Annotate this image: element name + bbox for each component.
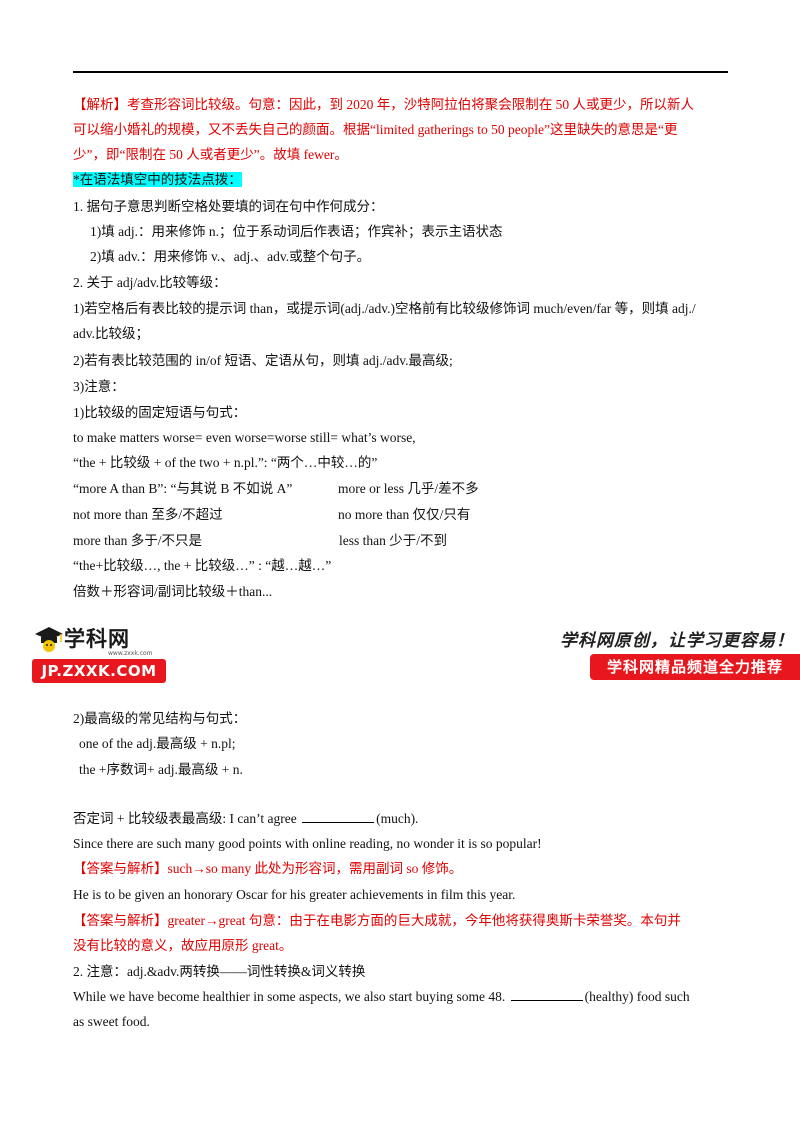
logo-website: www.zxxk.com	[108, 650, 153, 657]
negative-example-hint: (much).	[376, 811, 419, 826]
negative-example: 否定词 + 比较级表最高级: I can’t agree (much).	[73, 810, 418, 828]
phrase-6: “the+比较级…, the + 比较级…” : “越…越…”	[73, 558, 332, 573]
example-2: He is to be given an honorary Oscar for …	[73, 887, 516, 902]
phrase-2: “the + 比较级 + of the two + n.pl.”: “两个…中较…	[73, 455, 378, 470]
logo-url-badge: JP.ZXXK.COM	[32, 659, 166, 683]
phrase-4b: no more than 仅仅/只有	[338, 507, 471, 522]
conversion-note: 2. 注意：adj.&adv.两转换——词性转换&词义转换	[73, 964, 366, 979]
banner-slogan: 学科网原创，让学习更容易！	[560, 631, 794, 651]
superlative-title: 2)最高级的常见结构与句式：	[73, 711, 247, 726]
point2-title: 2. 关于 adj/adv.比较等级：	[73, 275, 227, 290]
example-3-continued: as sweet food.	[73, 1014, 150, 1029]
example-3: While we have become healthier in some a…	[73, 988, 690, 1006]
tips-heading: *在语法填空中的技法点拨：	[73, 171, 242, 189]
answer-2b: 没有比较的意义，故应用原形 great。	[73, 938, 293, 953]
zxxk-logo: 学科网 www.zxxk.com JP.ZXXK.COM	[32, 623, 168, 683]
answer-blank	[302, 810, 375, 823]
phrase-3b: more or less 几乎/差不多	[338, 481, 479, 496]
phrase-3a: “more A than B”: “与其说 B 不如说 A”	[73, 481, 293, 496]
point2-note: 3)注意：	[73, 379, 125, 394]
superlative-structure-2: the +序数词+ adj.最高级 + n.	[79, 762, 243, 777]
tips-heading-text: *在语法填空中的技法点拨：	[73, 172, 242, 187]
example-1: Since there are such many good points wi…	[73, 836, 542, 851]
negative-example-text: 否定词 + 比较级表最高级: I can’t agree	[73, 811, 297, 826]
point2-rule2: 2)若有表比较范围的 in/of 短语、定语从句，则填 adj./adv.最高级…	[73, 353, 453, 368]
point1-title: 1. 据句子意思判断空格处要填的词在句中作何成分：	[73, 199, 384, 214]
phrase-1: to make matters worse= even worse=worse …	[73, 430, 416, 445]
example-3-hint: (healthy) food such	[584, 989, 690, 1004]
point1-adv: 2)填 adv.：用来修饰 v.、adj.、adv.或整个句子。	[90, 249, 371, 264]
header-rule	[73, 71, 728, 73]
banner-tag: 学科网精品频道全力推荐	[590, 654, 800, 680]
phrase-7: 倍数＋形容词/副词比较级＋than...	[73, 584, 273, 599]
banner-right: 学科网原创，让学习更容易！ 学科网精品频道全力推荐	[560, 626, 800, 686]
explanation-line-3: 少”，即“限制在 50 人或者更少”。故填 fewer。	[73, 147, 348, 162]
point1-adj: 1)填 adj.：用来修饰 n.；位于系动词后作表语；作宾补；表示主语状态	[90, 224, 503, 239]
answer-2a: 【答案与解析】greater→great 句意：由于在电影方面的巨大成就，今年他…	[73, 913, 681, 928]
explanation-line-1: 【解析】考查形容词比较级。句意：因此，到 2020 年，沙特阿拉伯将聚会限制在 …	[73, 97, 694, 112]
example-3-text: While we have become healthier in some a…	[73, 989, 506, 1004]
answer-blank-48	[510, 988, 583, 1001]
phrase-4: not more than 至多/不超过 no more than 仅仅/只有	[73, 506, 713, 524]
superlative-structure-1: one of the adj.最高级 + n.pl;	[79, 736, 236, 751]
answer-1: 【答案与解析】such→so many 此处为形容词，需用副词 so 修饰。	[73, 861, 463, 876]
phrase-5a: more than 多于/不只是	[73, 533, 202, 548]
phrase-4a: not more than 至多/不超过	[73, 507, 223, 522]
publisher-banner: 学科网 www.zxxk.com JP.ZXXK.COM 学科网原创，让学习更容…	[0, 618, 800, 688]
point2-rule1b: adv.比较级；	[73, 326, 149, 341]
point2-rule1a: 1)若空格后有表比较的提示词 than，或提示词(adj./adv.)空格前有比…	[73, 301, 696, 316]
phrase-5b: less than 少于/不到	[339, 533, 447, 548]
comparative-phrases-title: 1)比较级的固定短语与句式：	[73, 405, 247, 420]
phrase-3: “more A than B”: “与其说 B 不如说 A” more or l…	[73, 480, 713, 498]
explanation-line-2: 可以缩小婚礼的规模，又不丢失自己的颜面。根据“limited gathering…	[73, 122, 678, 137]
logo-title: 学科网	[64, 627, 130, 651]
phrase-5: more than 多于/不只是 less than 少于/不到	[73, 532, 713, 550]
graduation-cap-icon	[35, 627, 63, 652]
